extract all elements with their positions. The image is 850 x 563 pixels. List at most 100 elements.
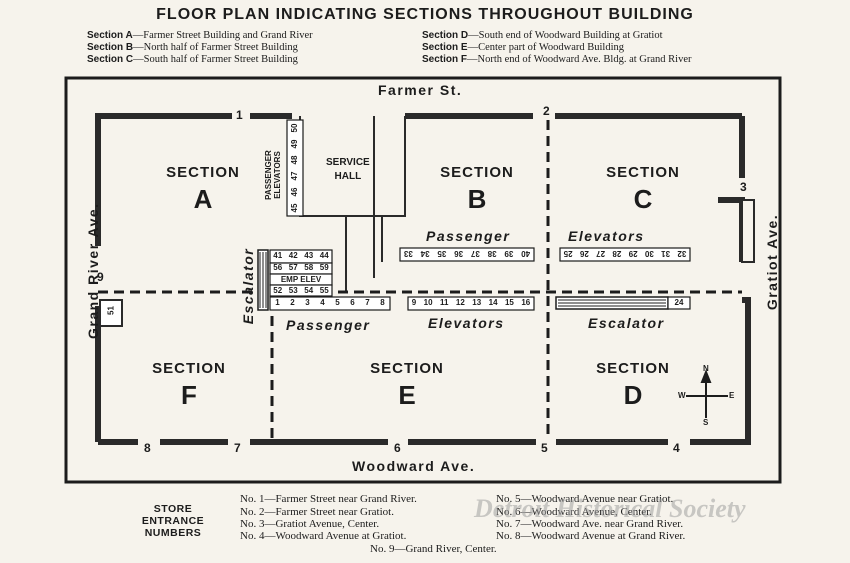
store-entrance-header: STORE ENTRANCE NUMBERS [141,503,205,539]
elevator-58: 58 [304,263,314,272]
section-c-word: SECTION [606,164,680,181]
elevator-28: 28 [612,249,622,258]
page-title: FLOOR PLAN INDICATING SECTIONS THROUGHOU… [156,6,694,23]
elevator-7: 7 [365,298,370,307]
elevator-15: 15 [504,298,514,307]
section-e-letter: E [398,380,416,410]
elevator-row-41-44: 41 42 43 44 [270,251,332,260]
elevator-42: 42 [288,251,298,260]
street-farmer: Farmer St. [378,82,463,98]
store-entrance-9: No. 9—Grand River, Center. [370,543,497,555]
elevator-39: 39 [504,249,514,258]
elevator-47: 47 [290,171,299,181]
elevator-row-25-32: 25 26 27 28 29 30 31 32 [560,249,690,258]
store-entrance-7: No. 7—Woodward Ave. near Grand River. [496,518,684,530]
entrance-marker-8: 8 [144,441,151,455]
store-entrance-6: No. 6—Woodward Avenue, Center. [496,506,652,518]
elevator-9: 9 [411,298,417,307]
elevator-30: 30 [644,249,654,258]
elevator-49: 49 [290,139,299,149]
escalator-left [257,249,269,311]
elevator-41: 41 [273,251,283,260]
elevator-row-56-59: 56 57 58 59 [270,263,332,272]
street-woodward: Woodward Ave. [352,458,476,474]
elevator-8: 8 [380,298,385,307]
elevator-3: 3 [305,298,310,307]
elevator-13: 13 [472,298,482,307]
elevator-45: 45 [290,203,299,213]
elevator-52: 52 [273,286,283,295]
elevator-2: 2 [290,298,295,307]
compass-w: W [678,391,686,400]
store-entrance-1: No. 1—Farmer Street near Grand River. [240,493,417,505]
elevator-11: 11 [439,298,449,307]
elevator-27: 27 [596,249,606,258]
elevator-56: 56 [273,263,283,272]
legend-c: Section C—South half of Farmer Street Bu… [87,54,298,65]
section-d-word: SECTION [596,360,670,377]
elevator-32: 32 [677,249,687,258]
section-e-word: SECTION [370,360,444,377]
entrance-marker-5: 5 [541,441,548,455]
store-entrance-5: No. 5—Woodward Avenue near Gratiot. [496,493,674,505]
street-gratiot: Gratiot Ave. [764,213,780,311]
elevator-40: 40 [521,249,531,258]
elevator-row-52-55: 52 53 54 55 [270,286,332,295]
elevator-24: 24 [674,298,684,307]
store-entrance-3: No. 3—Gratiot Avenue, Center. [240,518,380,530]
elevator-31: 31 [661,249,671,258]
elevator-14: 14 [488,298,498,307]
section-a-letter: A [193,184,213,214]
escalator-right [555,296,669,310]
interior-walls [99,116,755,327]
entrance-marker-4: 4 [673,441,680,455]
store-entrance-8: No. 8—Woodward Avenue at Grand River. [496,530,686,542]
elevator-4: 4 [320,298,325,307]
elevator-43: 43 [304,251,314,260]
passenger-elevators-vertical-label: PASSENGER ELEVATORS [264,150,282,200]
legend-b: Section B—North half of Farmer Street Bu… [87,42,298,53]
elevator-36: 36 [454,249,464,258]
passenger-top-label: Passenger [426,228,511,244]
elevator-55: 55 [319,286,329,295]
entrance-marker-3: 3 [740,180,747,194]
elevator-10: 10 [423,298,433,307]
section-a-word: SECTION [166,164,240,181]
entrance-marker-6: 6 [394,441,401,455]
elevator-34: 34 [420,249,430,258]
entrance-marker-1: 1 [236,108,243,122]
elevator-57: 57 [288,263,298,272]
emp-elev-label: EMP ELEV [280,275,322,284]
map-border [64,76,782,484]
elevator-row-9-16: 9 10 11 12 13 14 15 16 [408,298,534,307]
compass-rose [686,369,728,418]
elevator-column-45-50: 45 46 47 48 49 50 [286,120,304,216]
compass-e: E [729,391,735,400]
elevator-boxes [269,119,691,311]
elevator-51: 51 [106,306,116,315]
elevator-16: 16 [521,298,531,307]
elevator-44: 44 [319,251,329,260]
elevators-bottom-label: Elevators [428,315,505,331]
compass-n: N [703,364,709,373]
entrance-marker-2: 2 [543,104,550,118]
watermark: Detroit Historical Society [474,494,746,523]
legend-f: Section F—North end of Woodward Ave. Bld… [422,54,692,65]
elevator-38: 38 [487,249,497,258]
elevator-37: 37 [470,249,480,258]
entrance-marker-9: 9 [97,270,104,284]
elevator-48: 48 [290,155,299,165]
elevator-row-1-8: 1 2 3 4 5 6 7 8 [270,298,390,307]
elevator-50: 50 [290,123,299,133]
elevator-row-33-40: 33 34 35 36 37 38 39 40 [400,249,534,258]
section-f-letter: F [181,380,197,410]
section-b-letter: B [467,184,487,214]
escalator-left-label: Escalator [240,247,256,325]
elevators-top-label: Elevators [568,228,645,244]
elevator-6: 6 [350,298,355,307]
section-b-word: SECTION [440,164,514,181]
escalator-right-label: Escalator [588,315,665,331]
